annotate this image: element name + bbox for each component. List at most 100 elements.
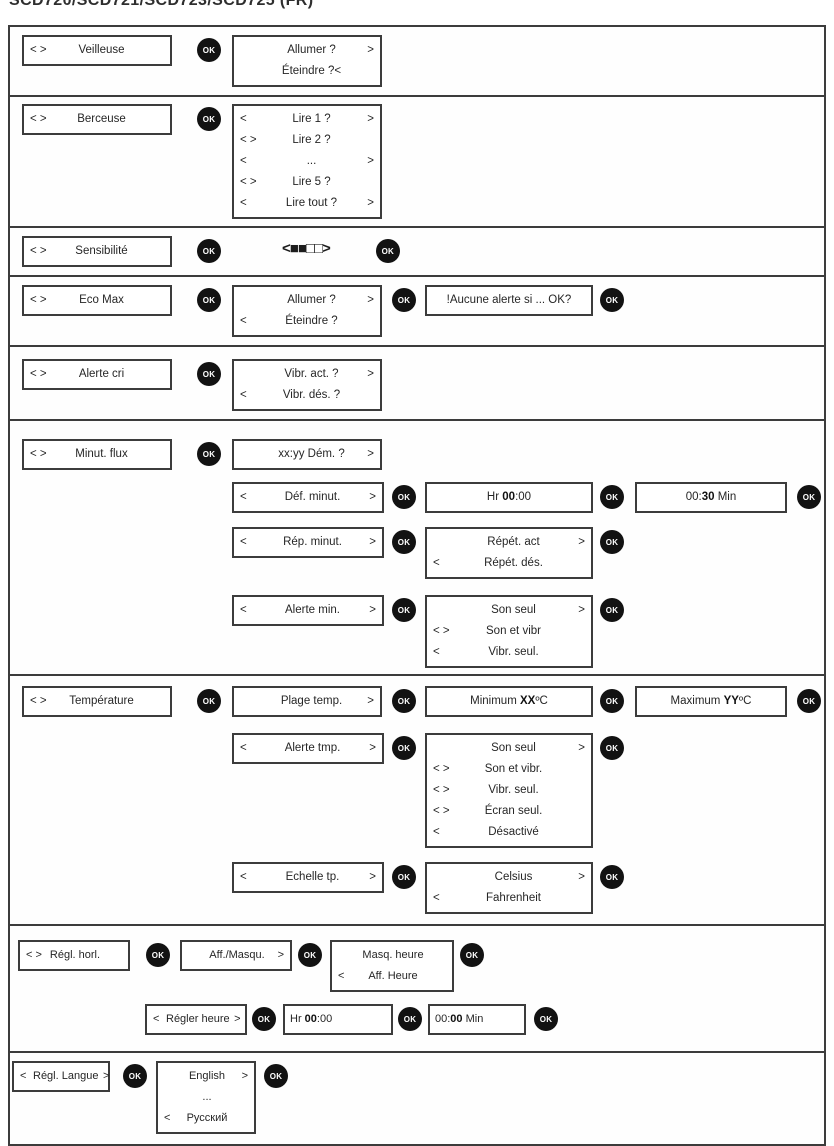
- ok-button: OK: [600, 288, 624, 312]
- option-label: Aff./Masqu.: [209, 949, 265, 961]
- arrow-right: >: [367, 448, 374, 460]
- menu-line: < > Régl. horl.: [25, 945, 123, 966]
- row-regler-heure: < Régler heure > OK Hr 00:00 OK 00:00 Mi…: [10, 1004, 824, 1035]
- ok-button: OK: [197, 107, 221, 131]
- option-label: Son seul: [491, 742, 536, 754]
- menu-label: Régler heure: [166, 1013, 230, 1025]
- row-veilleuse: < > Veilleuse OK Allumer ? > Éteindre ?<: [10, 35, 824, 87]
- section-sensibilite: < > Sensibilité OK <■■□□> OK: [10, 228, 824, 277]
- submenu-def-minut: < Déf. minut. >: [232, 482, 384, 513]
- option-label: Désactivé: [488, 826, 539, 838]
- option-label: Son et vibr.: [484, 763, 543, 775]
- arrow-right: >: [234, 1013, 241, 1025]
- menu-label: Température: [69, 695, 134, 707]
- row-berceuse: < > Berceuse OK < Lire 1 ? > < > Lire 2 …: [10, 104, 824, 219]
- row-regl-langue: < Régl. Langue > OK English > ...: [10, 1061, 824, 1134]
- value-text: 00:00 Min: [435, 1009, 483, 1030]
- arrow-left: <: [433, 557, 440, 569]
- display-line: < > Lire 2 ?: [239, 130, 375, 151]
- ok-button: OK: [392, 689, 416, 713]
- value-post: ºC: [535, 695, 548, 707]
- display-temp-alert-options: Son seul > < > Son et vibr. < > Vibr. se…: [425, 733, 593, 848]
- arrow-right: >: [367, 368, 374, 380]
- arrow-right: >: [241, 1070, 248, 1082]
- menu-label: Rép. minut.: [283, 536, 342, 548]
- display-line: English >: [163, 1066, 249, 1087]
- ok-button: OK: [146, 943, 170, 967]
- display-ecomax-warning: !Aucune alerte si ... OK?: [425, 285, 593, 316]
- empty-bars: □□: [305, 240, 323, 257]
- arrow-left: < >: [30, 44, 47, 56]
- arrow-left: <: [240, 536, 247, 548]
- section-alerte-cri: < > Alerte cri OK Vibr. act. ? > < Vibr.…: [10, 347, 824, 421]
- display-line: Plage temp. >: [239, 691, 375, 712]
- menu-label: Régl. horl.: [49, 949, 101, 961]
- menu-line: < > Veilleuse: [29, 40, 165, 61]
- option-label: Répét. act: [487, 536, 540, 548]
- menu-line: < Régl. Langue >: [19, 1066, 109, 1087]
- ok-button: OK: [375, 239, 400, 263]
- value-text: Hr 00:00: [290, 1009, 332, 1030]
- option-label: Plage temp.: [280, 695, 343, 707]
- display-line: < Désactivé: [432, 822, 586, 843]
- arrow-left: <: [240, 389, 247, 401]
- display-line: 00:30 Min: [642, 487, 780, 508]
- display-temp-maximum: Maximum YYºC: [635, 686, 787, 717]
- display-berceuse-lullabies: < Lire 1 ? > < > Lire 2 ? < ... > < > Li…: [232, 104, 382, 219]
- sensitivity-level-indicator: <■■□□>: [282, 240, 331, 257]
- display-line: Son seul >: [432, 600, 586, 621]
- ok-button: OK: [197, 689, 221, 713]
- arrow-left: <: [240, 491, 247, 503]
- menu-line: < > Minut. flux: [29, 444, 165, 465]
- menu-structure-diagram: < > Veilleuse OK Allumer ? > Éteindre ?<: [8, 25, 826, 1146]
- display-line: < Русский: [163, 1108, 249, 1129]
- value-text: 00:30 Min: [642, 487, 780, 508]
- display-plage-temp: Plage temp. >: [232, 686, 382, 717]
- value-post: :00: [316, 1013, 333, 1025]
- value-pre: Hr: [290, 1013, 305, 1025]
- menu-label: Alerte min.: [285, 604, 340, 616]
- value-post: :00: [515, 491, 532, 503]
- menu-line: < Régler heure >: [152, 1009, 241, 1030]
- option-label: Allumer ?: [287, 44, 336, 56]
- display-line: < Lire 1 ? >: [239, 109, 375, 130]
- display-line: < > Écran seul.: [432, 801, 586, 822]
- section-berceuse: < > Berceuse OK < Lire 1 ? > < > Lire 2 …: [10, 97, 824, 228]
- menu-label: Déf. minut.: [284, 491, 341, 503]
- value-bold: 00: [502, 491, 516, 503]
- filled-bars: ■■: [289, 240, 307, 257]
- arrow-right: >: [369, 742, 376, 754]
- option-label: Écran seul.: [484, 805, 543, 817]
- value-bold: XX: [519, 695, 536, 707]
- row-regl-horl: < > Régl. horl. OK Aff./Masqu. > OK Masq…: [10, 940, 824, 992]
- value-bold: YY: [723, 695, 739, 707]
- menu-item-regl-langue: < Régl. Langue >: [12, 1061, 110, 1092]
- menu-line: < > Berceuse: [29, 109, 165, 130]
- arrow-left: < >: [240, 134, 257, 146]
- arrow-left: <: [240, 155, 247, 167]
- row-alerte-min: < Alerte min. > OK Son seul > < > Son et…: [10, 595, 824, 668]
- arrow-left: <: [240, 113, 247, 125]
- ok-button: OK: [398, 1007, 422, 1031]
- display-line: Aff./Masqu. >: [187, 945, 285, 966]
- display-line: < Fahrenheit: [432, 888, 586, 909]
- ok-button: OK: [392, 736, 416, 760]
- menu-item-regl-horl: < > Régl. horl.: [18, 940, 130, 971]
- arrow-left: <: [240, 742, 247, 754]
- arrow-left: <: [240, 871, 247, 883]
- option-label: ...: [306, 155, 317, 167]
- ok-button: OK: [797, 485, 821, 509]
- display-temp-minimum: Minimum XXºC: [425, 686, 593, 717]
- ok-button: OK: [534, 1007, 558, 1031]
- menu-line: < > Alerte cri: [29, 364, 165, 385]
- arrow-right: >: [367, 155, 374, 167]
- value-pre: 00:: [435, 1013, 451, 1025]
- arrow-left: < >: [433, 805, 450, 817]
- arrow-left: < >: [433, 625, 450, 637]
- section-regl-langue: < Régl. Langue > OK English > ...: [10, 1053, 824, 1144]
- submenu-alerte-tmp: < Alerte tmp. >: [232, 733, 384, 764]
- section-veilleuse: < > Veilleuse OK Allumer ? > Éteindre ?<: [10, 27, 824, 97]
- ok-button: OK: [600, 689, 624, 713]
- arrow-right: >: [578, 742, 585, 754]
- menu-label: Sensibilité: [75, 245, 128, 257]
